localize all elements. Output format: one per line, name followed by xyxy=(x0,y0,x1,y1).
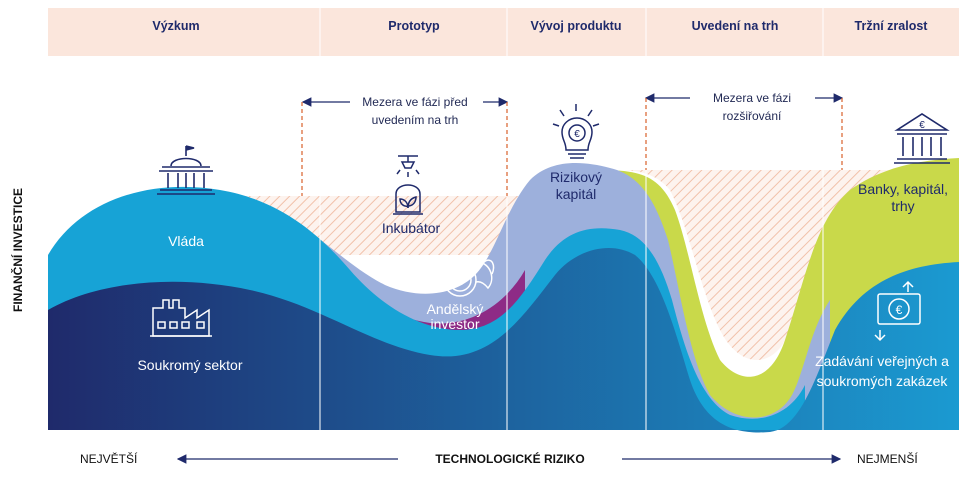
private-sector-label: Soukromý sektor xyxy=(137,357,242,373)
pre-market-gap-label-line2: uvedením na trh xyxy=(372,113,459,127)
scaling-gap-area xyxy=(618,170,959,360)
x-axis-label: TECHNOLOGICKÉ RIZIKO xyxy=(435,451,584,466)
pre-market-gap-area xyxy=(235,196,532,255)
x-axis-right-label: NEJMENŠÍ xyxy=(857,451,918,466)
angel-investor-label-line2: investor xyxy=(430,316,479,332)
venture-capital-label-line1: Rizikový xyxy=(550,169,602,185)
pre-market-gap-label-line1: Mezera ve fázi před xyxy=(362,95,467,109)
phase-prototype: Prototyp xyxy=(388,19,440,33)
euro-lightbulb-icon: € xyxy=(552,104,600,159)
scaling-gap-label-line2: rozšiřování xyxy=(723,109,782,123)
scaling-gap-marker xyxy=(644,93,844,170)
scaling-gap-label-line1: Mezera ve fázi xyxy=(713,91,791,105)
phase-product-development: Vývoj produktu xyxy=(531,19,622,33)
government-building-icon xyxy=(157,145,215,195)
phase-research: Výzkum xyxy=(152,19,199,33)
bank-euro-icon: € xyxy=(894,113,950,164)
x-axis-left-label: NEJVĚTŠÍ xyxy=(80,451,138,466)
svg-text:€: € xyxy=(896,303,903,317)
phase-dividers xyxy=(319,8,824,432)
private-sector-layer xyxy=(48,247,959,433)
svg-text:€: € xyxy=(574,129,580,140)
phase-market-launch: Uvedení na trh xyxy=(692,19,779,33)
y-axis-label: FINANČNÍ INVESTICE xyxy=(10,188,25,312)
pre-market-gap-marker xyxy=(301,97,509,196)
procurement-label-line1: Zadávání veřejných a xyxy=(815,353,949,369)
banks-label-line1: Banky, kapitál, xyxy=(858,181,948,197)
banks-label-line2: trhy xyxy=(891,198,914,214)
procurement-label-line2: soukromých zakázek xyxy=(817,373,949,389)
svg-text:€: € xyxy=(457,274,464,288)
euro-note-arrows-icon: € xyxy=(874,280,921,342)
incubator-label: Inkubátor xyxy=(382,220,441,236)
phase-market-maturity: Tržní zralost xyxy=(855,19,929,33)
incubator-lamp-icon xyxy=(393,155,423,215)
government-label: Vláda xyxy=(168,233,204,249)
venture-capital-label-line2: kapitál xyxy=(556,186,596,202)
winged-euro-coin-icon: € xyxy=(425,259,495,297)
factory-icon xyxy=(150,299,212,337)
phase-header-band xyxy=(48,8,959,56)
angel-investor-label-line1: Andělský xyxy=(427,301,484,317)
svg-text:€: € xyxy=(919,120,925,131)
